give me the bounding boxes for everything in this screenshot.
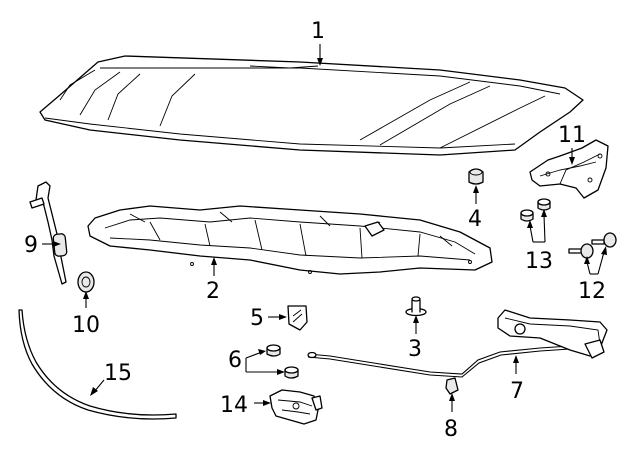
hood-insulator bbox=[87, 205, 493, 275]
callout-15: 15 bbox=[104, 361, 132, 386]
push-pin bbox=[405, 296, 427, 317]
callout-4: 4 bbox=[468, 207, 482, 232]
callout-13: 13 bbox=[525, 249, 553, 274]
callout-10: 10 bbox=[72, 313, 100, 338]
callout-5: 5 bbox=[250, 306, 264, 331]
callout-14: 14 bbox=[220, 393, 248, 418]
callout-1: 1 bbox=[311, 19, 325, 44]
hood-latch bbox=[269, 389, 323, 425]
bolt-lower bbox=[568, 243, 594, 259]
nut-upper bbox=[266, 344, 281, 357]
nut-lower bbox=[284, 366, 299, 379]
hinge-nut-left bbox=[520, 209, 534, 222]
callout-8: 8 bbox=[444, 417, 458, 442]
callout-9: 9 bbox=[24, 233, 38, 258]
bolt-upper bbox=[591, 232, 617, 248]
callout-2: 2 bbox=[206, 279, 220, 304]
callout-7: 7 bbox=[510, 379, 524, 404]
callout-11: 11 bbox=[558, 123, 586, 148]
hood-panel bbox=[39, 55, 584, 156]
cable-clip bbox=[445, 377, 459, 395]
callout-labels: 1 2 3 4 5 6 7 8 9 10 11 12 13 14 15 bbox=[24, 19, 606, 442]
hood-seal bbox=[18, 309, 177, 420]
hood-hinge bbox=[529, 139, 609, 199]
callout-6: 6 bbox=[228, 348, 242, 373]
hood-bumper bbox=[468, 168, 484, 185]
leader-lines bbox=[42, 44, 607, 412]
callout-12: 12 bbox=[578, 279, 606, 304]
retainer-clip bbox=[287, 305, 308, 331]
callout-3: 3 bbox=[408, 337, 422, 362]
release-cable bbox=[307, 309, 608, 378]
grommet bbox=[77, 271, 95, 293]
hinge-nut-right bbox=[537, 198, 551, 211]
